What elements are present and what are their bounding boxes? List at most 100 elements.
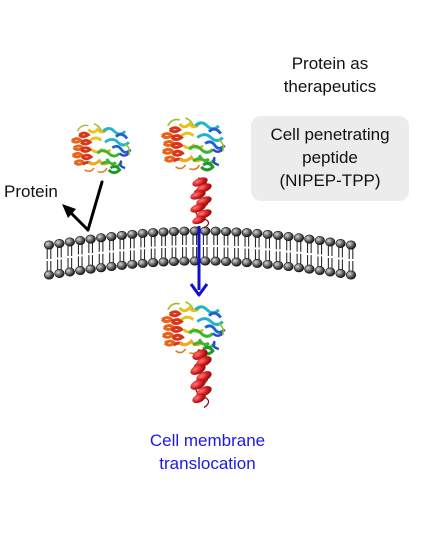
lipid-tails (286, 239, 291, 264)
lipid-head-outer (293, 233, 305, 243)
lipid-head-inner (116, 260, 127, 270)
cpp-label-line1: Cell penetrating (270, 125, 390, 144)
lipid-head-inner (127, 259, 138, 269)
lipid-head-outer (158, 227, 169, 237)
lipid-tails (150, 235, 156, 260)
lipid-head-outer (241, 228, 252, 238)
lipid-head-inner (43, 270, 55, 280)
lipid-tails (129, 237, 135, 262)
lipid-head-inner (179, 256, 190, 266)
lipid-head-inner (210, 256, 221, 266)
title-protein-as-therapeutics: Protein as therapeutics (255, 53, 405, 99)
lipid-head-outer (210, 226, 221, 236)
lipid-tails (192, 234, 198, 259)
lipid-head-inner (64, 267, 75, 277)
lipid-tails (119, 238, 125, 263)
lipid-head-inner (95, 263, 107, 273)
lipid-head-inner (200, 256, 211, 266)
translocation-arrow (189, 226, 209, 297)
lipid-head-inner (220, 257, 232, 267)
lipid-tails (327, 244, 333, 269)
lipid-head-inner (293, 263, 305, 273)
lipid-tails (306, 242, 312, 267)
lipid-tails (140, 236, 146, 261)
lipid-head-outer (262, 229, 273, 239)
lipid-head-inner (262, 259, 273, 269)
lipid-head-outer (273, 230, 284, 240)
lipid-head-outer (95, 233, 107, 243)
lipid-head-outer (43, 240, 55, 250)
protein-label: Protein (4, 182, 58, 201)
lipid-head-outer (106, 232, 117, 242)
lipid-tails (67, 244, 73, 269)
lipid-tails (254, 236, 260, 261)
lipid-head-outer (64, 237, 75, 247)
lipid-head-inner (345, 270, 357, 280)
lipid-head-outer (168, 227, 180, 237)
lipid-head-inner (283, 262, 294, 272)
lipid-tails (88, 242, 94, 267)
lipid-head-outer (200, 226, 211, 236)
lipid-tails (338, 246, 343, 271)
lipid-tails (296, 240, 302, 265)
lipid-head-outer (75, 236, 86, 246)
lipid-head-inner (85, 264, 96, 274)
lipid-head-inner (158, 257, 169, 267)
lipid-tails (223, 234, 229, 259)
lipid-head-inner (304, 264, 315, 274)
cpp-label: Cell penetrating peptide (NIPEP-TPP) (251, 124, 409, 193)
lipid-tails (161, 234, 166, 259)
cpp-label-line3: (NIPEP-TPP) (279, 170, 381, 190)
translocation-label-line2: translocation (159, 453, 256, 473)
lipid-head-outer (283, 232, 294, 242)
lipid-tails (213, 234, 218, 259)
lipid-tails (234, 234, 239, 259)
lipid-head-inner (252, 258, 263, 268)
lipid-tails (46, 248, 52, 272)
cpp-peptide-tail-translocated (188, 346, 214, 409)
title-text: Protein as therapeutics (283, 54, 377, 96)
lipid-head-inner (168, 257, 180, 267)
lipid-tails (182, 234, 187, 259)
lipid-tails (348, 248, 354, 272)
lipid-head-outer (179, 226, 190, 236)
lipid-head-inner (325, 267, 336, 277)
lipid-head-outer (314, 236, 325, 246)
lipid-tails (98, 240, 104, 265)
translocation-label-line1: Cell membrane (149, 431, 266, 450)
cpp-label-box (251, 116, 409, 201)
lipid-head-outer (116, 230, 127, 240)
translocation-label: Cell membrane translocation (120, 430, 295, 476)
lipid-head-inner (75, 266, 86, 276)
lipid-head-outer (54, 238, 65, 248)
lipid-tails (265, 237, 271, 262)
cell-membrane-bilayer (43, 226, 357, 280)
lipid-head-inner (241, 258, 252, 268)
cpp-peptide-tail-top (188, 174, 214, 229)
lipid-head-inner (137, 258, 148, 268)
lipid-tails (77, 243, 83, 268)
lipid-tails (171, 234, 177, 259)
lipid-tails (57, 246, 62, 271)
lipid-head-outer (137, 228, 148, 238)
lipid-tails (317, 243, 323, 268)
protein-structure-free (70, 122, 133, 174)
lipid-head-outer (252, 228, 263, 238)
lipid-head-inner (273, 260, 284, 270)
cpp-label-line2: peptide (302, 147, 358, 167)
lipid-head-outer (335, 238, 346, 248)
lipid-head-inner (54, 268, 65, 278)
lipid-head-outer (220, 227, 232, 237)
protein-blocked-arrow (62, 180, 104, 232)
lipid-head-outer (85, 234, 96, 244)
lipid-tails (202, 234, 208, 259)
lipid-head-outer (345, 240, 357, 250)
lipid-head-inner (335, 268, 346, 278)
lipid-head-outer (127, 229, 138, 239)
lipid-head-outer (148, 228, 159, 238)
lipid-head-outer (304, 234, 315, 244)
lipid-head-inner (314, 266, 325, 276)
protein-structure-translocated (160, 300, 227, 356)
lipid-tails (275, 238, 281, 263)
